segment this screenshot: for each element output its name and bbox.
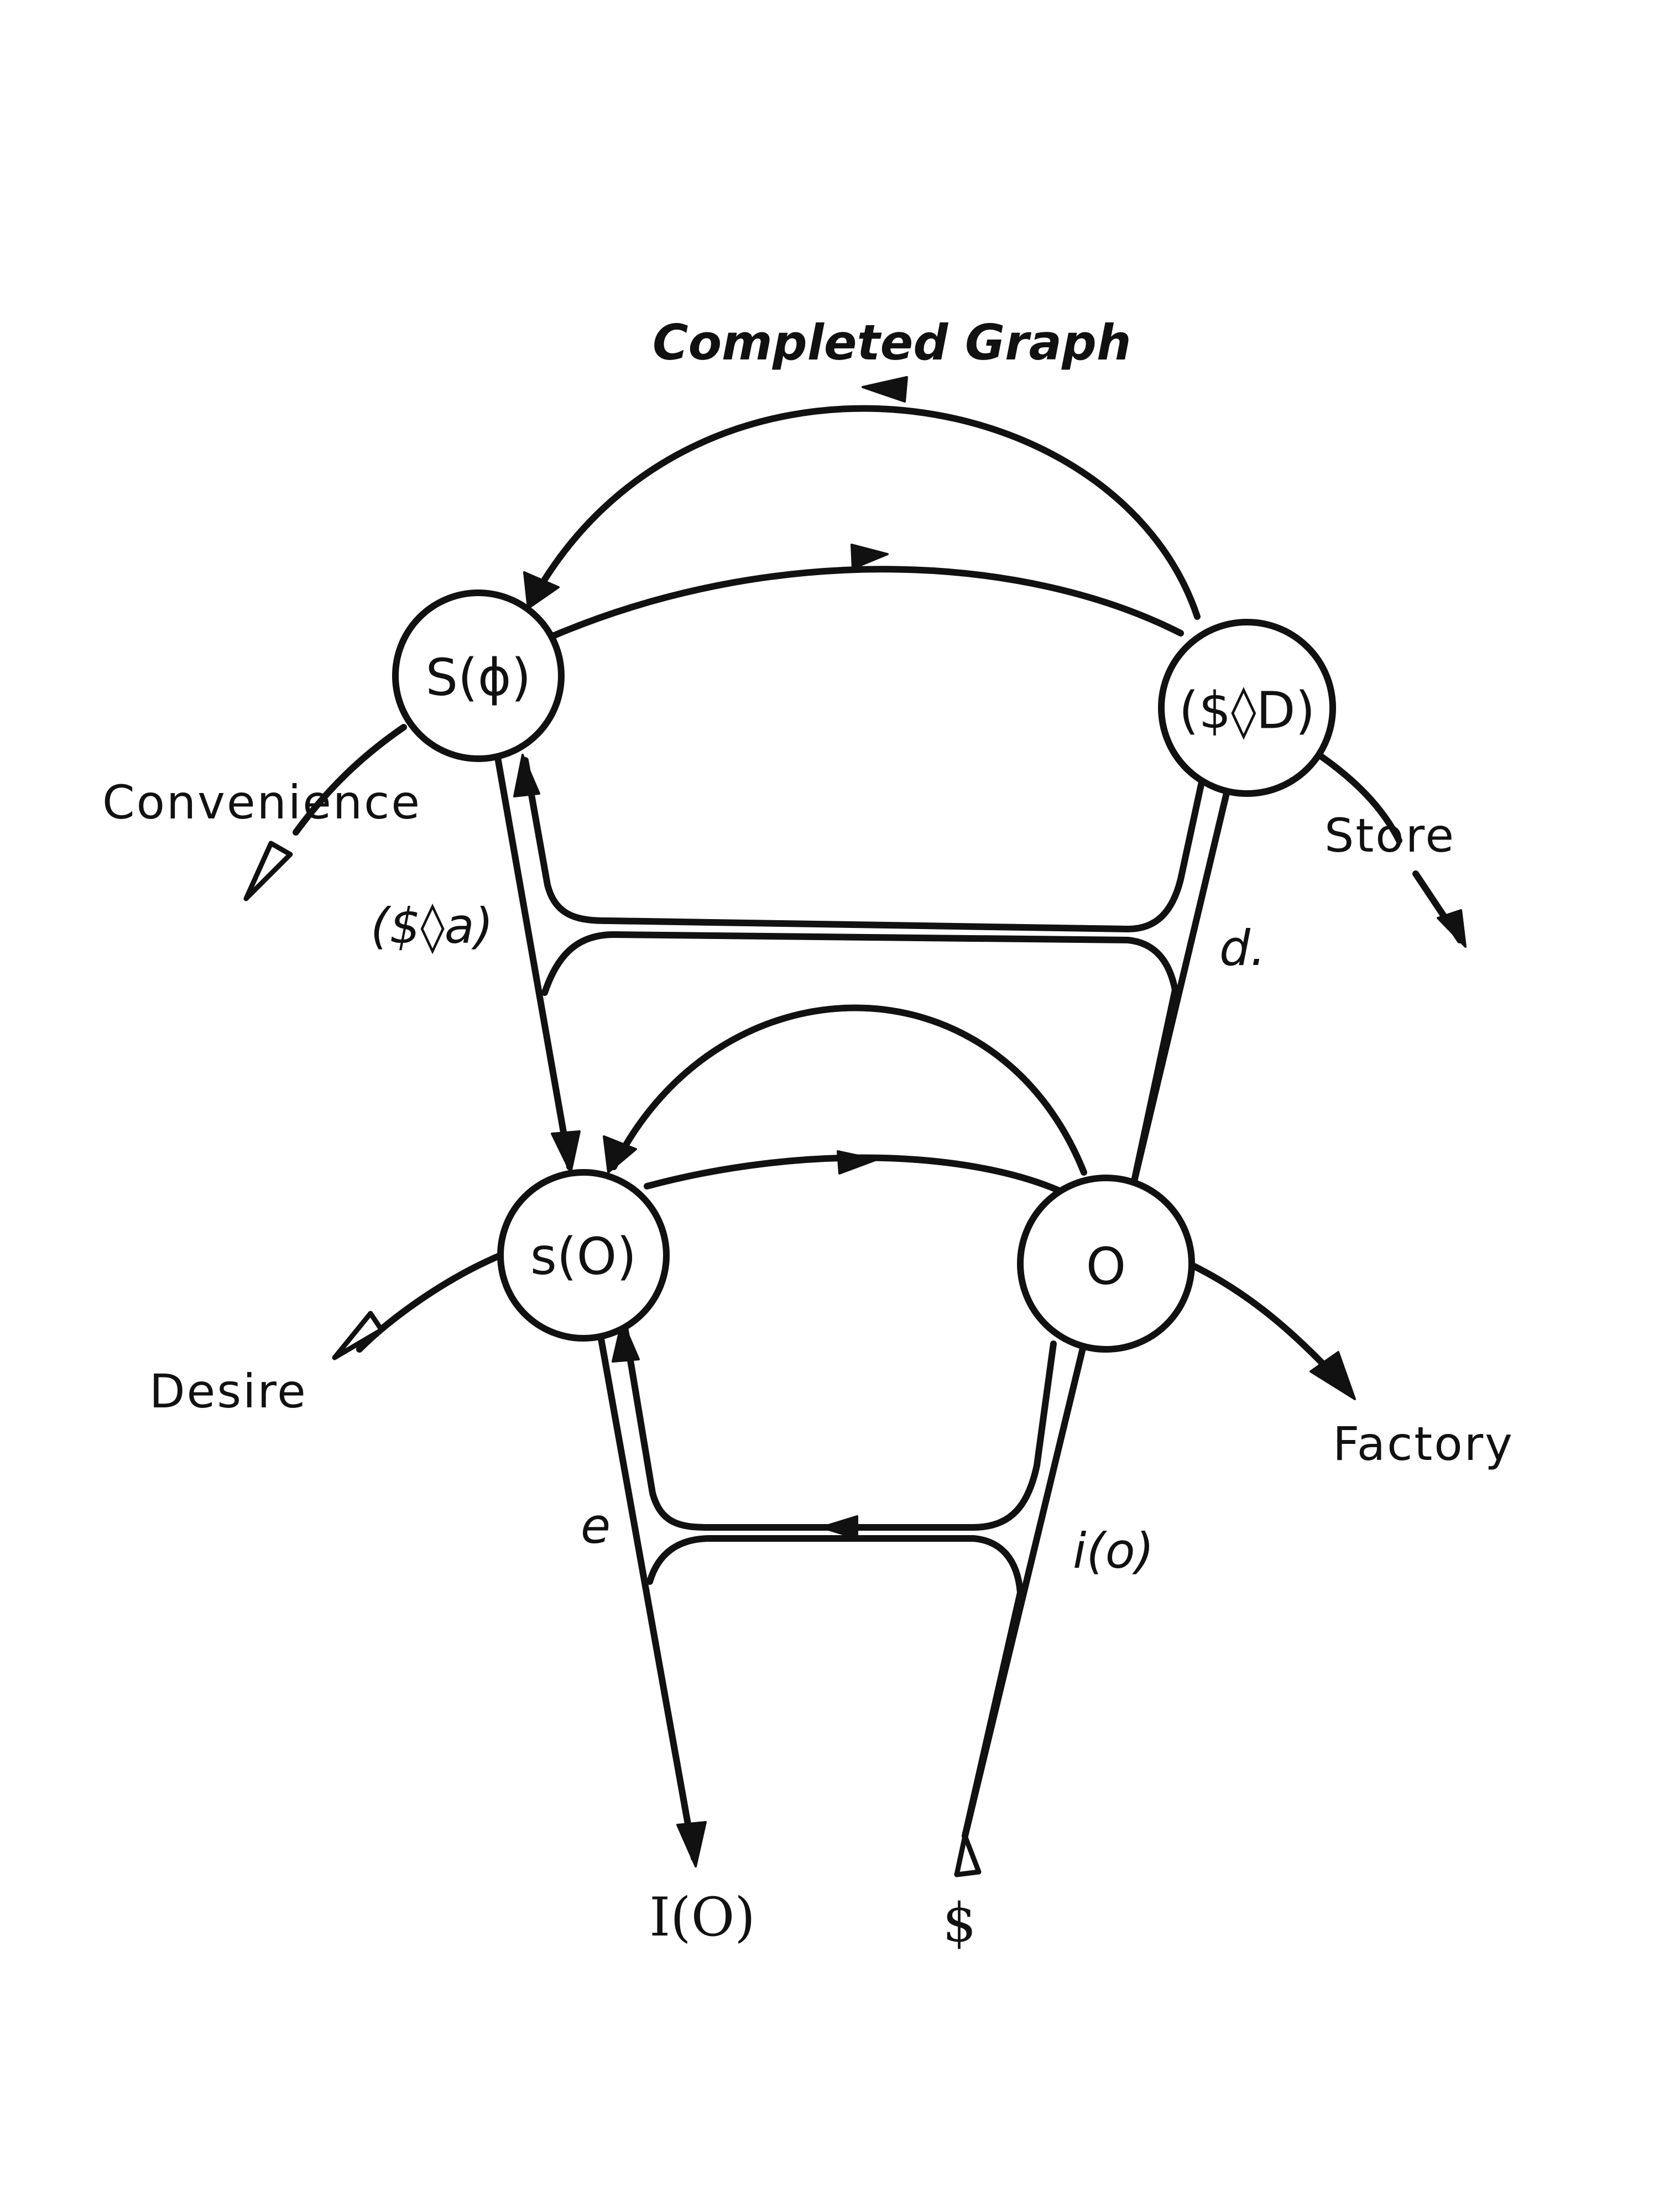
left-upper-return-track	[522, 757, 612, 924]
node-o-label: O	[1086, 1237, 1126, 1296]
left-lower-return-arrow	[612, 1319, 640, 1363]
lower-cross-rail	[705, 1340, 1057, 1531]
node-barred-s-diamond-d	[1158, 619, 1336, 797]
right-lower-track-inner	[962, 1589, 1024, 1839]
left-upper-outgoing-track	[494, 754, 573, 1170]
dollar-open-arrow	[954, 1833, 982, 1877]
left-lower-outgoing-track	[597, 1329, 697, 1861]
node-s-phi-label: S(ϕ)	[426, 648, 531, 707]
upper-cross-rail	[605, 774, 1206, 932]
lower-cross-rail-lower	[646, 1535, 1024, 1596]
desire-open-arrow	[332, 1311, 384, 1360]
left-upper-outgoing-arrow	[551, 1130, 581, 1173]
store-label: Store	[1324, 808, 1455, 863]
lower-forward-arc-arrow	[837, 1150, 878, 1175]
store-arrow-head	[1437, 909, 1467, 948]
right-upper-track-inner	[1130, 987, 1178, 1187]
left-lower-return-track	[622, 1324, 711, 1531]
upper-forward-arc-arrow	[851, 544, 889, 570]
left-lower-outgoing-arrow	[676, 1821, 707, 1867]
barred-s-diamond-a-label: ($◊a)	[371, 898, 493, 954]
desire-line	[356, 1252, 504, 1353]
convenience-line	[293, 724, 407, 836]
node-barred-s-diamond-d-label: ($◊D)	[1179, 681, 1316, 740]
left-upper-return-arrow	[513, 754, 540, 797]
lower-return-arc	[611, 1004, 1087, 1176]
i-o-label: i(o)	[1073, 1522, 1154, 1579]
factory-label: Factory	[1333, 1417, 1514, 1471]
convenience-open-arrow	[243, 841, 293, 901]
graph-title: Completed Graph	[653, 314, 1131, 371]
desire-label: Desire	[149, 1364, 307, 1418]
upper-cross-rail-lower	[541, 931, 1178, 996]
e-label: e	[581, 1498, 611, 1554]
node-s-o-label: s(O)	[530, 1227, 637, 1286]
big-i-o-label: I(O)	[649, 1886, 755, 1948]
upper-return-arc	[528, 405, 1201, 620]
factory-line	[1191, 1263, 1339, 1380]
lower-return-arc-arrow	[603, 1135, 637, 1173]
lower-forward-arc	[644, 1154, 1065, 1195]
upper-return-arc-arrow	[862, 376, 908, 403]
upper-forward-arc	[550, 566, 1184, 639]
lower-cross-rail-arrow	[820, 1515, 858, 1540]
node-s-phi	[392, 589, 565, 762]
convenience-label: Convenience	[102, 775, 421, 830]
node-o	[1017, 1175, 1195, 1353]
upper-return-arc-end-arrow	[523, 571, 560, 609]
factory-arrow-head	[1310, 1351, 1356, 1400]
dollar-label: $	[942, 1892, 976, 1954]
store-line	[1316, 752, 1402, 844]
d-label: d.	[1219, 920, 1266, 977]
